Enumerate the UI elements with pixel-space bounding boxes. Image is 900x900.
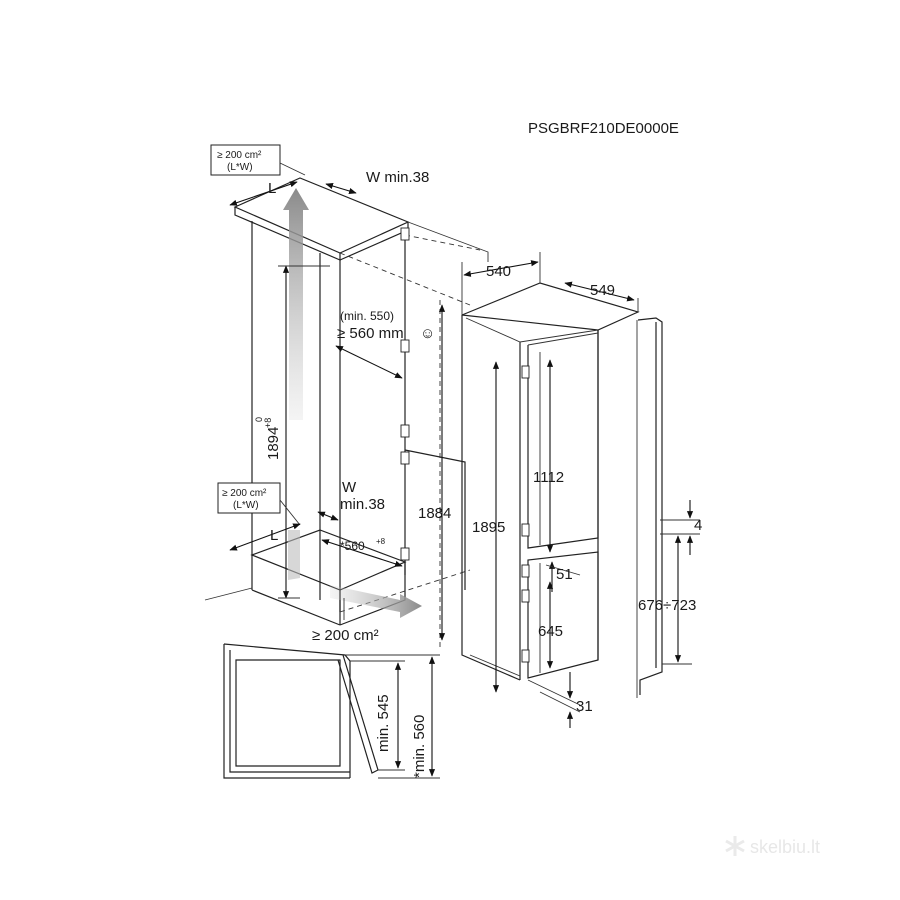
min-545: min. 545 [375,694,392,752]
upper-door-height: 1112 [533,469,564,486]
niche-cabinet [204,177,489,650]
side-section [223,643,379,779]
niche-height: 1894 [265,427,282,460]
vent-top-w-label: W min.38 [366,169,429,186]
niche-depth-pref: ≥ 560 mm [337,325,404,342]
min-560: *min. 560 [411,715,428,778]
vent-bottom-w-min: min.38 [340,496,385,513]
vent-bottom-area: ≥ 200 cm² [222,488,267,499]
lower-door-height: 645 [538,623,563,640]
asterisk-logo-icon [725,836,745,856]
vent-bottom-l-label: L [270,527,278,544]
vent-top-box: ≥ 200 cm² (L*W) [210,144,281,176]
vent-top-area: ≥ 200 cm² [217,150,262,161]
appliance-depth: 549 [590,282,615,299]
vent-bottom-w-label: W [342,479,357,496]
appliance-height: 1895 [472,519,505,536]
watermark-text: skelbiu.lt [750,837,820,857]
vent-bottom-box: ≥ 200 cm² (L*W) [217,482,281,514]
model-code: PSGBRF210DE0000E [528,120,679,137]
door-gap: 51 [556,566,573,583]
opening-height: 1884 [418,505,451,522]
niche-width-tol: +8 [376,537,386,546]
niche-depth-min: (min. 550) [340,309,394,323]
niche-width: *560 [340,539,365,553]
door-fixing-gap: 4 [694,517,702,534]
vent-bottom-lw: (L*W) [233,500,259,511]
vent-top-lw: (L*W) [227,162,253,173]
appliance-width: 540 [486,263,511,280]
watermark: skelbiu.lt [725,836,820,857]
bottom-offset: 31 [576,698,593,715]
appliance-body [461,282,640,681]
niche-height-tol-lower: 0 [254,417,264,422]
door-profile [636,317,663,698]
vent-floor-area: ≥ 200 cm² [312,627,379,644]
vent-top-l-label: L [268,180,276,197]
smiley-icon: ☺ [420,325,435,342]
door-fixing-range: 676÷723 [638,597,696,614]
niche-height-tol-upper: +8 [263,418,273,428]
